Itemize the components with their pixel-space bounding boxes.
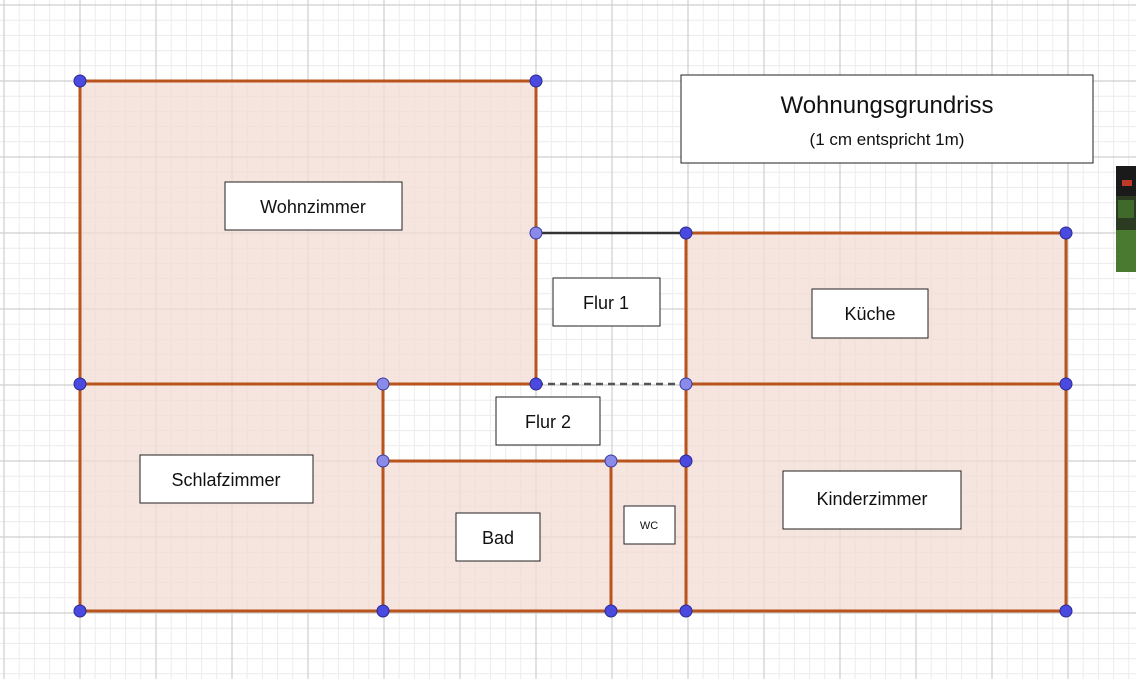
label-bad: Bad: [455, 512, 541, 562]
label-wc: WC: [623, 505, 676, 545]
label-flur1-text: Flur 1: [583, 293, 629, 313]
label-wohnzimmer-text: Wohnzimmer: [260, 197, 366, 217]
label-kueche: Küche: [811, 288, 929, 339]
point[interactable]: [1059, 226, 1073, 240]
point[interactable]: [529, 226, 543, 240]
point[interactable]: [376, 377, 390, 391]
point[interactable]: [604, 454, 618, 468]
label-kinderzimmer: Kinderzimmer: [782, 470, 962, 530]
point[interactable]: [73, 74, 87, 88]
points: [73, 74, 1073, 618]
label-wohnzimmer: Wohnzimmer: [224, 181, 403, 231]
point[interactable]: [604, 604, 618, 618]
point[interactable]: [73, 604, 87, 618]
room-fill-wohnzimmer: [80, 81, 536, 384]
point[interactable]: [679, 604, 693, 618]
point[interactable]: [376, 604, 390, 618]
point[interactable]: [529, 377, 543, 391]
label-flur1: Flur 1: [552, 277, 661, 327]
label-kueche-text: Küche: [844, 304, 895, 324]
title-sub: (1 cm entspricht 1m): [810, 130, 965, 149]
label-flur2: Flur 2: [495, 396, 601, 446]
label-wc-text: WC: [640, 520, 658, 532]
point[interactable]: [679, 226, 693, 240]
title-box: Wohnungsgrundriss (1 cm entspricht 1m): [680, 74, 1094, 164]
point[interactable]: [376, 454, 390, 468]
point[interactable]: [679, 454, 693, 468]
label-schlafzimmer-text: Schlafzimmer: [171, 470, 280, 490]
point[interactable]: [529, 74, 543, 88]
label-flur2-text: Flur 2: [525, 412, 571, 432]
photo-thumbnail: [1116, 166, 1136, 272]
label-kinderzimmer-text: Kinderzimmer: [816, 489, 927, 509]
point[interactable]: [73, 377, 87, 391]
label-bad-text: Bad: [482, 528, 514, 548]
point[interactable]: [1059, 377, 1073, 391]
point[interactable]: [1059, 604, 1073, 618]
title-main: Wohnungsgrundriss: [780, 92, 993, 119]
label-schlafzimmer: Schlafzimmer: [139, 454, 314, 504]
point[interactable]: [679, 377, 693, 391]
